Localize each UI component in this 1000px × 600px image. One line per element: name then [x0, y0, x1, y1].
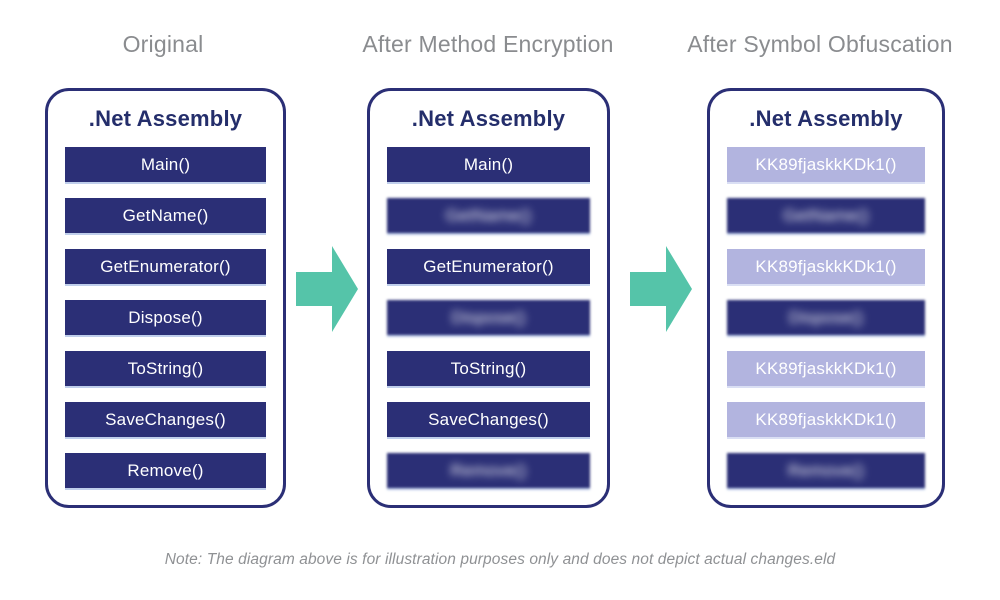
method-bar-encrypted: GetName(): [387, 198, 590, 233]
method-bar: Dispose(): [65, 300, 266, 335]
method-list: Main() GetName() GetEnumerator() Dispose…: [370, 147, 607, 488]
column-header-symbol-obfuscation: After Symbol Obfuscation: [687, 31, 953, 57]
method-label: SaveChanges(): [105, 409, 226, 429]
method-bar-obfuscated: KK89fjaskkKDk1(): [727, 402, 925, 437]
method-label: Main(): [140, 154, 191, 174]
method-label: GetName(): [783, 205, 869, 225]
method-bar: ToString(): [387, 351, 590, 386]
method-list: Main() GetName() GetEnumerator() Dispose…: [48, 147, 283, 488]
method-label: KK89fjaskkKDk1(): [755, 256, 897, 276]
method-bar: GetEnumerator(): [387, 249, 590, 284]
method-label: ToString(): [450, 358, 527, 378]
column-header-method-encryption: After Method Encryption: [362, 31, 614, 57]
method-bar: SaveChanges(): [387, 402, 590, 437]
panel-title: .Net Assembly: [88, 106, 243, 131]
method-label: Remove(): [787, 460, 865, 480]
method-label: KK89fjaskkKDk1(): [755, 409, 897, 429]
method-bar-encrypted: Dispose(): [387, 300, 590, 335]
method-bar: GetEnumerator(): [65, 249, 266, 284]
method-bar-obfuscated: KK89fjaskkKDk1(): [727, 147, 925, 182]
method-bar: Remove(): [65, 453, 266, 488]
panel-title: .Net Assembly: [749, 106, 903, 131]
method-bar: ToString(): [65, 351, 266, 386]
method-bar-encrypted: Remove(): [727, 453, 925, 488]
column-header-original: Original: [122, 31, 204, 57]
arrow-right-icon: [630, 246, 692, 332]
method-label: Remove(): [450, 460, 527, 480]
method-bar-obfuscated: KK89fjaskkKDk1(): [727, 249, 925, 284]
method-label: Dispose(): [451, 307, 526, 327]
method-label: ToString(): [127, 358, 204, 378]
method-label: KK89fjaskkKDk1(): [755, 154, 897, 174]
method-bar: Main(): [387, 147, 590, 182]
method-bar-encrypted: Dispose(): [727, 300, 925, 335]
method-label: GetName(): [122, 205, 209, 225]
panel-method-encryption: .Net Assembly Main() GetName() GetEnumer…: [367, 88, 610, 508]
panel-title: .Net Assembly: [411, 106, 566, 131]
method-bar: Main(): [65, 147, 266, 182]
method-label: GetName(): [445, 205, 532, 225]
method-bar-encrypted: GetName(): [727, 198, 925, 233]
method-label: Dispose(): [128, 307, 203, 327]
method-label: KK89fjaskkKDk1(): [755, 358, 897, 378]
method-label: GetEnumerator(): [423, 256, 554, 276]
panel-symbol-obfuscation: .Net Assembly KK89fjaskkKDk1() GetName()…: [707, 88, 945, 508]
method-label: SaveChanges(): [428, 409, 549, 429]
footnote: Note: The diagram above is for illustrat…: [164, 551, 836, 568]
method-bar-obfuscated: KK89fjaskkKDk1(): [727, 351, 925, 386]
method-label: Dispose(): [788, 307, 864, 327]
arrow-right-icon: [296, 246, 358, 332]
method-bar: GetName(): [65, 198, 266, 233]
panel-original: .Net Assembly Main() GetName() GetEnumer…: [45, 88, 286, 508]
method-label: Main(): [463, 154, 514, 174]
method-bar-encrypted: Remove(): [387, 453, 590, 488]
method-label: Remove(): [127, 460, 204, 480]
method-label: GetEnumerator(): [100, 256, 231, 276]
method-list: KK89fjaskkKDk1() GetName() KK89fjaskkKDk…: [710, 147, 942, 488]
method-bar: SaveChanges(): [65, 402, 266, 437]
